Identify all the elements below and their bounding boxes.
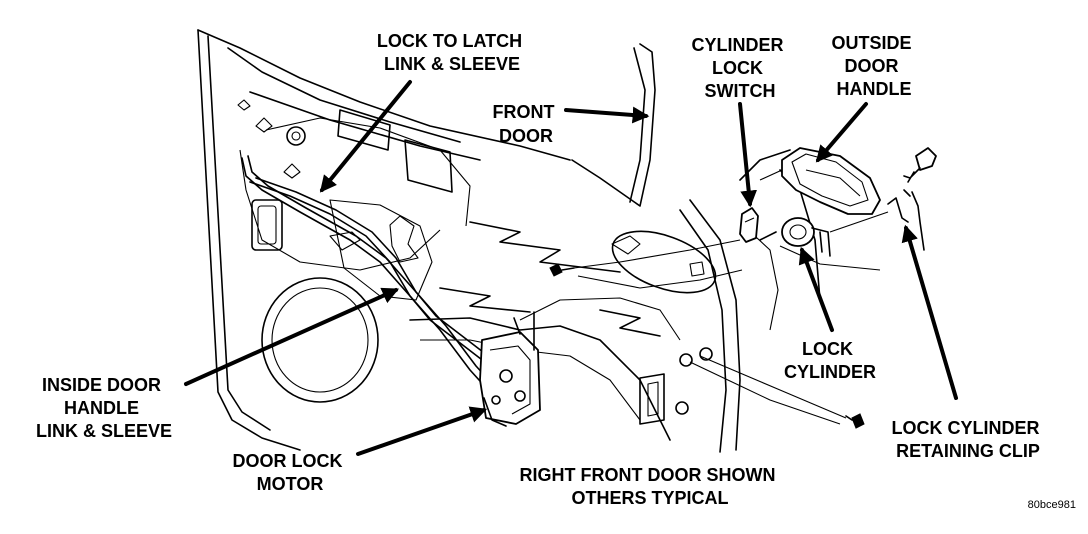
front-door-label: FRONT DOOR (492, 102, 559, 146)
alignment-lines (573, 169, 889, 425)
door-panel-illustration (197, 29, 821, 453)
door-lock-motor-label: DOOR LOCK MOTOR (232, 451, 347, 494)
lock-to-latch-label: LOCK TO LATCH LINK & SLEEVE (377, 31, 527, 74)
link-rods (241, 155, 497, 393)
outside-door-handle-label: OUTSIDE DOOR HANDLE (831, 33, 916, 99)
door-lock-motor-part (479, 311, 541, 427)
key-and-clip-part (887, 147, 937, 251)
cylinder-lock-switch-label: CYLINDER LOCK SWITCH (691, 35, 788, 101)
figure-code: 80bce981 (1028, 499, 1076, 511)
outside-door-handle-part (781, 147, 881, 215)
right-front-door-note: RIGHT FRONT DOOR SHOWN OTHERS TYPICAL (520, 465, 781, 508)
leader-arrows (184, 80, 958, 456)
cylinder-lock-switch-part (739, 207, 759, 243)
lock-cylinder-part (759, 217, 831, 257)
lock-cylinder-label: LOCK CYLINDER (784, 339, 876, 382)
lock-cylinder-retaining-clip-label: LOCK CYLINDER RETAINING CLIP (891, 418, 1044, 461)
fasteners (549, 263, 865, 429)
inside-door-handle-label: INSIDE DOOR HANDLE LINK & SLEEVE (36, 375, 172, 441)
